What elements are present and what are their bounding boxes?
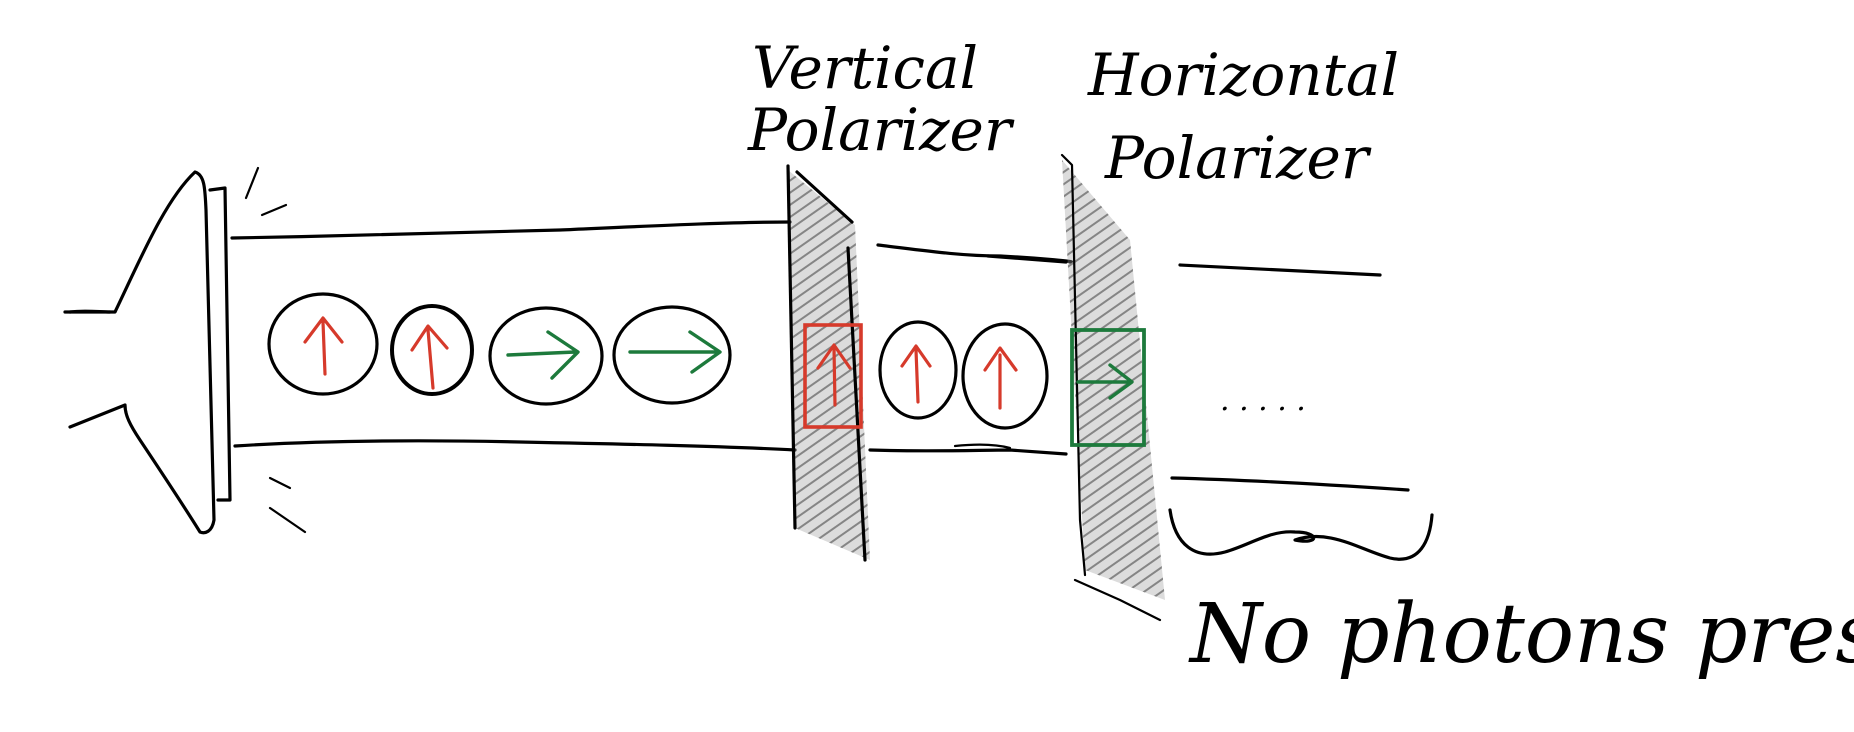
up-arrow-icon	[410, 324, 449, 390]
right-arrow-icon	[506, 330, 580, 380]
photon-2	[390, 304, 474, 396]
vertical-polarizer-label-line2: Polarizer	[747, 96, 1015, 164]
right-arrow-icon	[1076, 363, 1134, 400]
light-source-icon	[63, 166, 307, 535]
beam-incident	[230, 220, 797, 452]
up-arrow-icon	[303, 316, 344, 376]
horizontal-polarizer-label-line2: Polarizer	[1104, 124, 1372, 192]
up-arrow-icon	[900, 344, 932, 404]
photon-5	[878, 320, 958, 420]
photon-4	[612, 305, 732, 405]
up-arrow-icon	[816, 343, 852, 407]
beam-vertical	[868, 243, 1074, 456]
right-arrow-icon	[628, 330, 722, 374]
beam-after	[1170, 263, 1410, 492]
horizontal-polarizer	[1060, 153, 1165, 622]
ellipsis: . . . . .	[1220, 383, 1306, 418]
photon-3	[488, 306, 604, 406]
photon-6	[961, 322, 1049, 430]
brace-icon	[1168, 508, 1434, 561]
up-arrow-icon	[983, 346, 1018, 410]
horizontal-polarizer-label-line1: Horizontal	[1087, 41, 1399, 109]
vertical-polarizer-label-line1: Vertical	[752, 34, 978, 102]
photon-1	[267, 292, 379, 396]
vertical-polarizer	[786, 164, 870, 562]
result-label: No photons present	[1188, 587, 1854, 682]
